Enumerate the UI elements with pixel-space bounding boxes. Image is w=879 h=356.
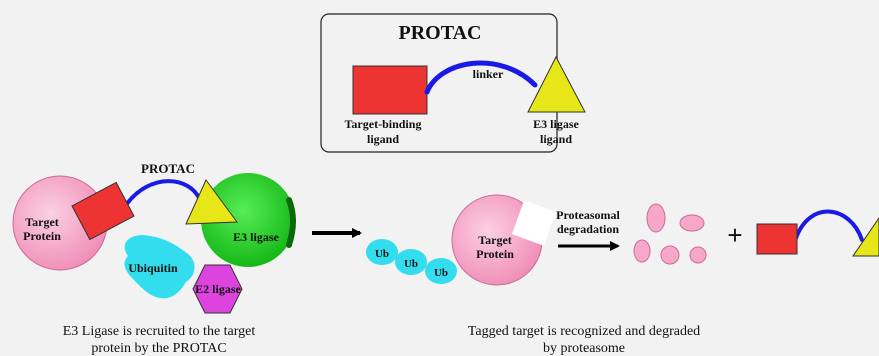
degradation-notch xyxy=(511,200,557,246)
linker-label: linker xyxy=(473,67,504,81)
protac-e3-ligand xyxy=(185,179,238,225)
target-binding-label-line2: ligand xyxy=(367,132,399,146)
tagged-protein-label-line1: Target xyxy=(478,233,512,247)
peptide-fragment xyxy=(633,239,651,263)
e2-ligase-hexagon xyxy=(192,264,243,314)
e2-ligase-label: E2 ligase xyxy=(195,282,241,296)
ubiquitin-blob xyxy=(124,235,195,299)
e3-ligase-shadow xyxy=(286,197,296,248)
left-caption-line2: protein by the PROTAC xyxy=(91,341,226,356)
proteasomal-label-line1: Proteasomal xyxy=(556,208,620,222)
proteasomal-label-line2: degradation xyxy=(557,222,619,236)
e3-ligase-sphere xyxy=(201,173,295,267)
protac-legend-box: PROTAC linker Target-binding ligand E3 l… xyxy=(320,13,586,153)
e3-ligase-ligand-shape xyxy=(527,55,586,113)
ub-label-1: Ub xyxy=(375,248,389,260)
ubiquitin-label: Ubiquitin xyxy=(128,261,178,275)
peptide-fragment xyxy=(646,203,666,233)
tagged-protein-label-line2: Protein xyxy=(476,247,514,261)
target-binding-label-line1: Target-binding xyxy=(345,117,422,131)
protac-label: PROTAC xyxy=(141,161,195,176)
ub-label-2: Ub xyxy=(404,258,418,270)
target-binding-ligand-shape xyxy=(352,65,428,115)
plus-sign: + xyxy=(727,220,742,250)
protac-target-ligand xyxy=(71,181,135,241)
degradation-panel: Ub Ub Ub Target Protein Proteasomal degr… xyxy=(366,194,879,356)
peptide-fragment xyxy=(689,246,707,264)
protac-linker-curve xyxy=(124,179,202,207)
ub-label-3: Ub xyxy=(434,267,448,279)
left-caption-line1: E3 Ligase is recruited to the target xyxy=(63,324,256,339)
ternary-complex-panel: PROTAC Target Protein E3 ligase Ubiquiti… xyxy=(12,161,296,356)
right-caption-line1: Tagged target is recognized and degraded xyxy=(468,324,700,339)
target-protein-label-line1: Target xyxy=(25,215,59,229)
peptide-fragment xyxy=(660,245,680,265)
ub-bead-3 xyxy=(425,258,457,284)
e3-ligand-label-line1: E3 ligase xyxy=(533,117,579,131)
peptide-fragment xyxy=(679,214,705,232)
e3-ligase-label: E3 ligase xyxy=(233,230,279,244)
legend-title: PROTAC xyxy=(399,22,482,44)
recycled-e3-ligand xyxy=(852,217,879,257)
target-protein-label-line2: Protein xyxy=(23,229,61,243)
linker-curve xyxy=(424,60,538,95)
ub-bead-2 xyxy=(395,249,427,275)
right-caption-line2: by proteasome xyxy=(543,341,625,356)
recycled-target-ligand xyxy=(756,223,798,255)
ub-bead-1 xyxy=(366,239,398,265)
e3-ligand-label-line2: ligand xyxy=(540,132,572,146)
recycled-protac-linker xyxy=(794,209,864,242)
